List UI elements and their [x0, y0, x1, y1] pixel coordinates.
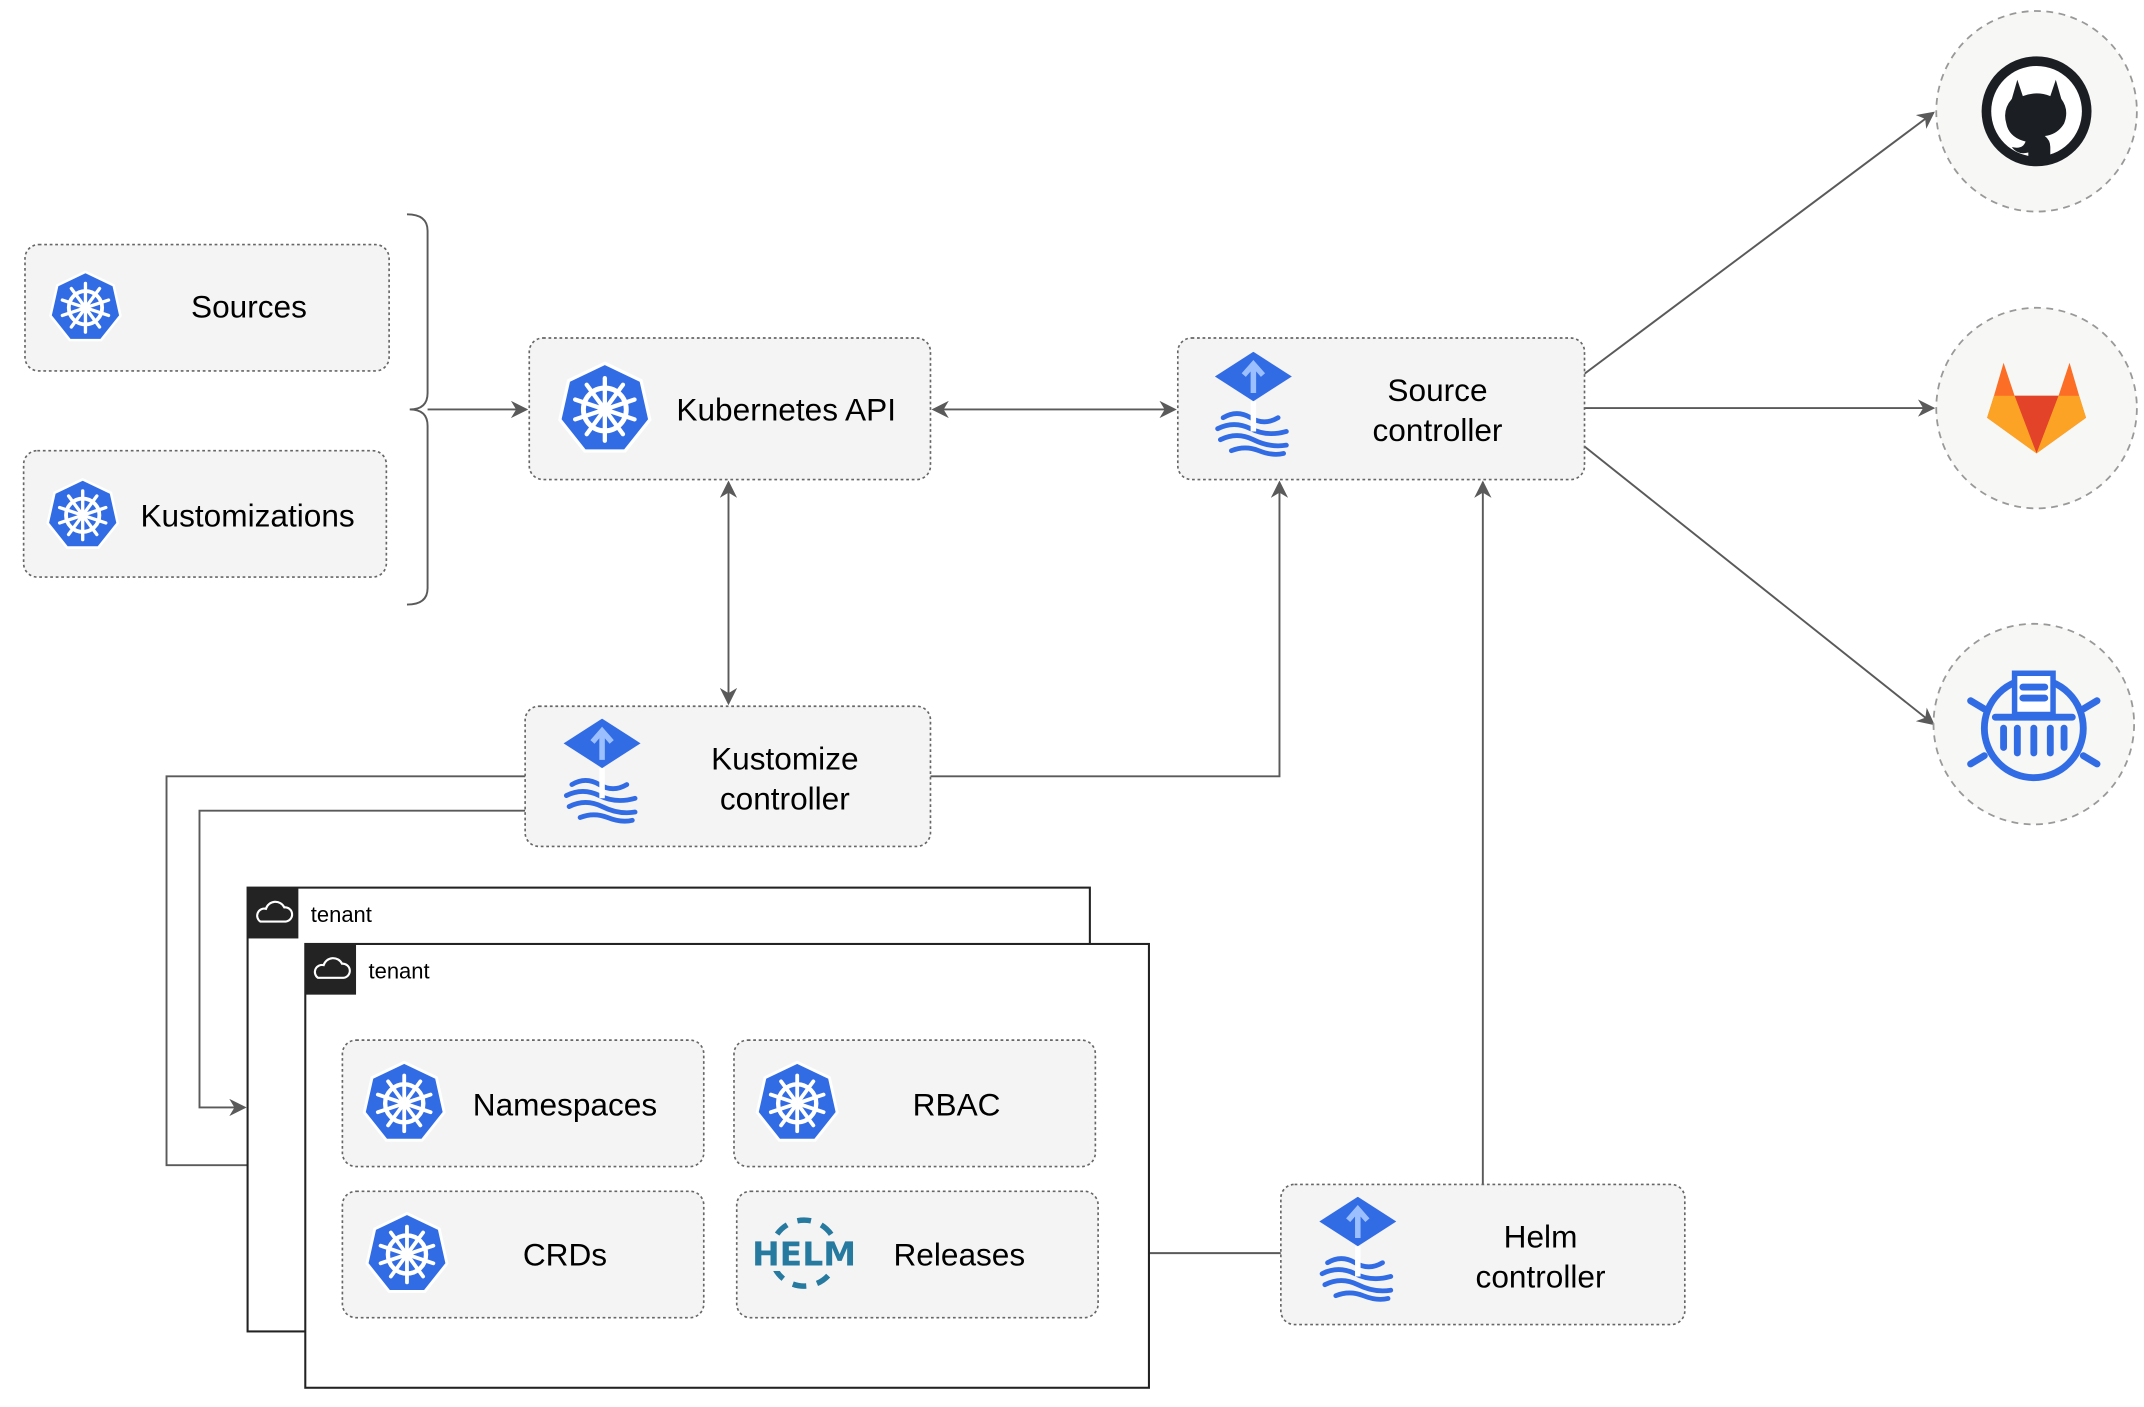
node-source-controller[interactable]: Source controller [1176, 337, 1586, 481]
edges [165, 111, 1936, 1262]
edge-kustomize-to-source-controller [930, 480, 1289, 778]
external-bucket[interactable] [1932, 622, 2136, 826]
svg-text:HELM: HELM [752, 1234, 856, 1273]
node-label-line2: controller [1373, 412, 1503, 448]
tenant-label: tenant [369, 958, 430, 983]
node-kustomize-controller[interactable]: Kustomize controller [524, 705, 932, 848]
node-rbac[interactable]: RBAC [733, 1039, 1097, 1168]
node-label-line2: controller [1476, 1258, 1606, 1294]
edge-kustomize-to-tenant-back [198, 809, 526, 1117]
node-label: Sources [191, 288, 307, 324]
node-label: Namespaces [473, 1087, 657, 1123]
node-releases[interactable]: HELM Releases [735, 1190, 1099, 1319]
node-kustomizations[interactable]: Kustomizations [22, 449, 388, 578]
node-kubernetes-api[interactable]: Kubernetes API [528, 337, 932, 481]
node-label: CRDs [523, 1236, 607, 1272]
edge-source-to-bucket [1583, 445, 1935, 726]
node-label: Kubernetes API [676, 391, 896, 427]
cloud-icon [305, 943, 357, 995]
gitlab-icon [1987, 362, 2087, 454]
external-github[interactable] [1935, 10, 2138, 213]
node-label-line1: Kustomize [711, 740, 858, 776]
node-namespaces[interactable]: Namespaces [341, 1039, 705, 1168]
node-label: Kustomizations [140, 497, 354, 533]
node-label: Releases [893, 1236, 1025, 1272]
node-label-line1: Source [1387, 372, 1487, 408]
brace [406, 213, 429, 606]
node-crds[interactable]: CRDs [341, 1190, 705, 1319]
tenant-label: tenant [311, 902, 372, 927]
cloud-icon [247, 887, 299, 939]
node-label-line1: Helm [1504, 1219, 1578, 1255]
node-label: RBAC [913, 1087, 1001, 1123]
edge-kustomize-to-tenant-front [165, 775, 526, 1174]
node-label-line2: controller [720, 780, 850, 816]
bucket-icon [1967, 670, 2101, 782]
external-gitlab[interactable] [1935, 306, 2138, 510]
edge-source-to-github [1583, 111, 1935, 375]
node-helm-controller[interactable]: Helm controller [1280, 1183, 1686, 1326]
node-sources[interactable]: Sources [24, 243, 390, 372]
github-icon [1981, 56, 2092, 167]
helm-icon: HELM [752, 1217, 856, 1289]
